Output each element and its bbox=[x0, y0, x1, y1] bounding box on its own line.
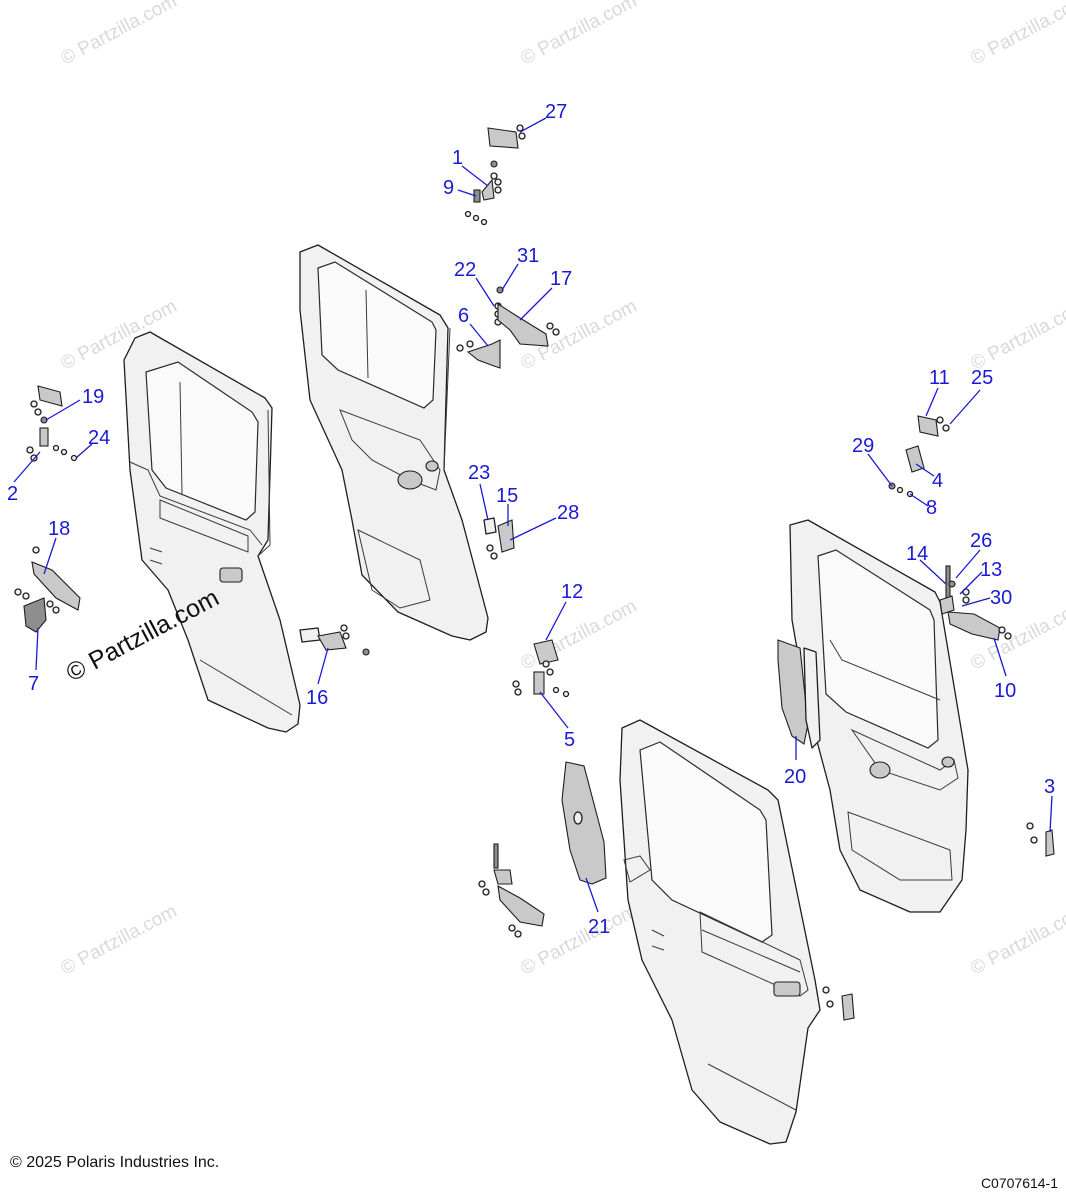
watermark: © Partzilla.com bbox=[967, 901, 1066, 980]
callout-20: 20 bbox=[784, 766, 806, 788]
callout-27: 27 bbox=[545, 101, 567, 123]
watermark: © Partzilla.com bbox=[57, 901, 180, 980]
callout-15: 15 bbox=[496, 485, 518, 507]
callout-11: 11 bbox=[929, 367, 950, 389]
callout-30: 30 bbox=[990, 587, 1012, 609]
callout-28: 28 bbox=[557, 502, 579, 524]
callout-22: 22 bbox=[454, 259, 476, 281]
callout-24: 24 bbox=[88, 427, 110, 449]
callouts: 27 1 9 31 22 17 6 19 24 2 18 7 16 23 15 … bbox=[7, 101, 1055, 938]
callout-29: 29 bbox=[852, 435, 874, 457]
callout-25: 25 bbox=[971, 367, 993, 389]
callout-14: 14 bbox=[906, 543, 928, 565]
door-rear-left bbox=[299, 244, 489, 641]
callout-18: 18 bbox=[48, 518, 70, 540]
door-front-right bbox=[619, 719, 821, 1145]
watermark: © Partzilla.com bbox=[967, 0, 1066, 69]
callout-19: 19 bbox=[82, 386, 104, 408]
watermark: © Partzilla.com bbox=[967, 296, 1066, 375]
callout-13: 13 bbox=[980, 559, 1002, 581]
copyright-text: © 2025 Polaris Industries Inc. bbox=[10, 1154, 220, 1171]
leader-lines bbox=[13, 117, 1053, 913]
callout-6: 6 bbox=[458, 305, 469, 327]
callout-8: 8 bbox=[926, 497, 937, 519]
callout-5: 5 bbox=[564, 729, 575, 751]
callout-3: 3 bbox=[1044, 776, 1055, 798]
watermark: © Partzilla.com bbox=[517, 0, 640, 69]
callout-26: 26 bbox=[970, 530, 992, 552]
door-rear-right bbox=[789, 519, 969, 913]
callout-12: 12 bbox=[561, 581, 583, 603]
watermark: © Partzilla.com bbox=[517, 596, 640, 675]
callout-17: 17 bbox=[550, 268, 572, 290]
diagram-code: C0707614-1 bbox=[980, 1175, 1058, 1191]
callout-16: 16 bbox=[306, 687, 328, 709]
callout-7: 7 bbox=[28, 673, 39, 695]
watermark: © Partzilla.com bbox=[57, 0, 180, 69]
callout-1: 1 bbox=[452, 147, 463, 169]
callout-4: 4 bbox=[932, 470, 943, 492]
callout-9: 9 bbox=[443, 177, 454, 199]
callout-10: 10 bbox=[994, 680, 1016, 702]
callout-31: 31 bbox=[517, 245, 539, 267]
door-front-left bbox=[123, 331, 301, 733]
callout-21: 21 bbox=[588, 916, 610, 938]
callout-23: 23 bbox=[468, 462, 490, 484]
callout-2: 2 bbox=[7, 483, 18, 505]
